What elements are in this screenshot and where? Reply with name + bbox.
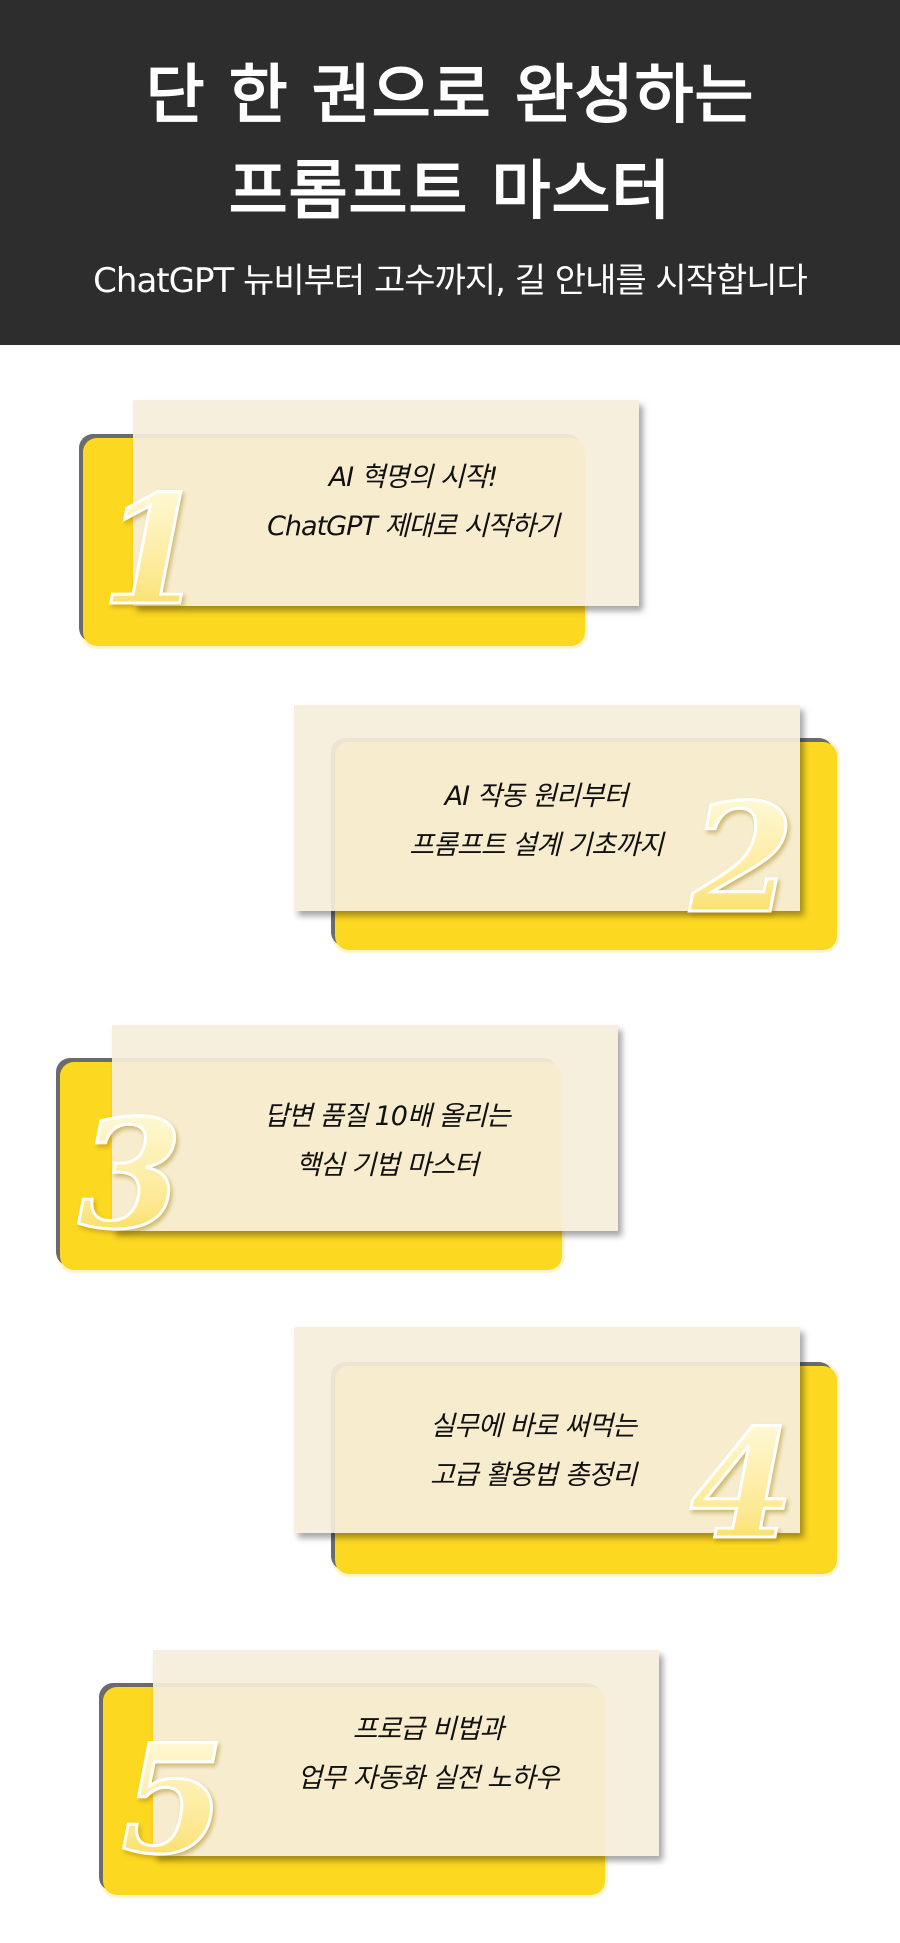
chapter-card-4: 4 실무에 바로 써먹는 고급 활용법 총정리 xyxy=(294,1327,837,1574)
chapter-title: 실무에 바로 써먹는 고급 활용법 총정리 xyxy=(323,1402,743,1500)
chapter-number: 2 xyxy=(688,771,795,947)
chapter-number: 3 xyxy=(76,1087,183,1263)
header-banner: 단 한 권으로 완성하는 프롬프트 마스터 ChatGPT 뉴비부터 고수까지,… xyxy=(0,0,900,345)
chapter-card-1: 1 AI 혁명의 시작! ChatGPT 제대로 시작하기 xyxy=(83,400,639,646)
page-title-line2: 프롬프트 마스터 xyxy=(228,155,672,229)
chapter-title: 답변 품질 10배 올리는 핵심 기법 마스터 xyxy=(177,1092,597,1190)
chapter-title-line1: 프로급 비법과 xyxy=(352,1714,505,1745)
card-panel xyxy=(294,705,800,911)
chapter-title-line2: 프롬프트 설계 기초까지 xyxy=(409,830,664,861)
chapter-title: AI 혁명의 시작! ChatGPT 제대로 시작하기 xyxy=(203,453,623,551)
chapter-title: AI 작동 원리부터 프롬프트 설계 기초까지 xyxy=(326,772,746,870)
card-panel xyxy=(153,1650,659,1856)
chapter-card-3: 3 답변 품질 10배 올리는 핵심 기법 마스터 xyxy=(60,1025,618,1270)
chapter-title-line1: AI 혁명의 시작! xyxy=(328,462,499,493)
chapter-number: 1 xyxy=(99,463,206,639)
page-title-line1: 단 한 권으로 완성하는 xyxy=(145,59,755,133)
card-panel xyxy=(294,1327,800,1533)
chapter-card-2: 2 AI 작동 원리부터 프롬프트 설계 기초까지 xyxy=(294,705,837,950)
chapter-title-line1: AI 작동 원리부터 xyxy=(444,781,629,812)
chapter-title-line2: 업무 자동화 실전 노하우 xyxy=(297,1763,559,1794)
chapter-title-line2: ChatGPT 제대로 시작하기 xyxy=(267,511,560,542)
chapter-title-line2: 고급 활용법 총정리 xyxy=(430,1460,637,1491)
chapter-number: 5 xyxy=(119,1712,226,1888)
chapter-title: 프로급 비법과 업무 자동화 실전 노하우 xyxy=(218,1705,638,1803)
chapter-title-line1: 답변 품질 10배 올리는 xyxy=(264,1101,511,1132)
card-panel xyxy=(133,400,639,606)
chapter-number: 4 xyxy=(688,1397,795,1573)
chapter-card-5: 5 프로급 비법과 업무 자동화 실전 노하우 xyxy=(103,1650,659,1895)
chapter-title-line1: 실무에 바로 써먹는 xyxy=(430,1411,637,1442)
card-panel xyxy=(112,1025,618,1231)
page-subtitle: ChatGPT 뉴비부터 고수까지, 길 안내를 시작합니다 xyxy=(93,261,808,301)
chapter-title-line2: 핵심 기법 마스터 xyxy=(295,1150,479,1181)
